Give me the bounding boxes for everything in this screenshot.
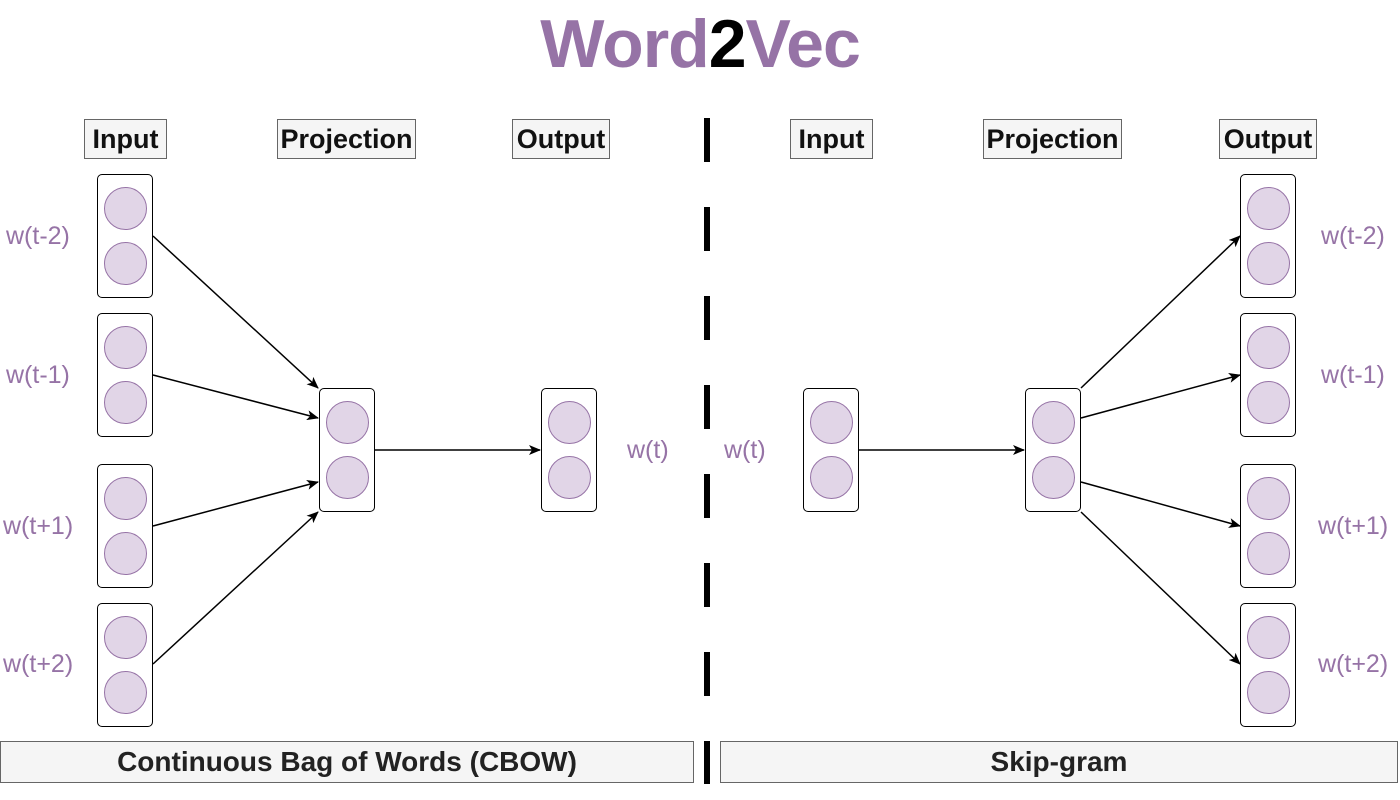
cbow-label-t-1: w(t-1) — [6, 361, 70, 389]
neuron — [810, 456, 853, 499]
neuron — [1247, 381, 1290, 424]
skipgram-header-input: Input — [790, 119, 873, 159]
cbow-output-vector — [541, 388, 597, 512]
skipgram-footer: Skip-gram — [720, 741, 1398, 783]
neuron — [1032, 401, 1075, 444]
cbow-label-t+1: w(t+1) — [3, 512, 74, 540]
cbow-label-t-2: w(t-2) — [6, 222, 70, 250]
skipgram-label-t+2: w(t+2) — [1318, 650, 1389, 678]
skipgram-header-output: Output — [1219, 119, 1317, 159]
cbow-header-input: Input — [84, 119, 167, 159]
cbow-label-t+2: w(t+2) — [3, 650, 74, 678]
cbow-input-vector-t+1 — [97, 464, 153, 588]
diagram-title: Word2Vec — [0, 4, 1400, 84]
cbow-output-label: w(t) — [627, 436, 669, 464]
skipgram-output-vector-t+2 — [1240, 603, 1296, 727]
neuron — [1247, 326, 1290, 369]
skipgram-projection-vector — [1025, 388, 1081, 512]
skipgram-input-label: w(t) — [724, 436, 766, 464]
skipgram-label-t+1: w(t+1) — [1318, 512, 1389, 540]
neuron — [104, 532, 147, 575]
skipgram-arrow-t+2 — [1080, 511, 1241, 665]
neuron — [1032, 456, 1075, 499]
skipgram-label-t-2: w(t-2) — [1321, 222, 1385, 250]
cbow-footer: Continuous Bag of Words (CBOW) — [0, 741, 694, 783]
neuron — [104, 616, 147, 659]
title-part-vec: Vec — [745, 6, 861, 82]
neuron — [326, 456, 369, 499]
cbow-header-output: Output — [512, 119, 610, 159]
cbow-header-projection: Projection — [277, 119, 416, 159]
neuron — [1247, 671, 1290, 714]
cbow-input-vector-t-1 — [97, 313, 153, 437]
cbow-input-vector-t-2 — [97, 174, 153, 298]
neuron — [104, 326, 147, 369]
cbow-arrow-t+1 — [152, 480, 319, 527]
neuron — [104, 242, 147, 285]
neuron — [104, 187, 147, 230]
neuron — [104, 671, 147, 714]
skipgram-output-vector-t+1 — [1240, 464, 1296, 588]
neuron — [548, 401, 591, 444]
skipgram-output-vector-t-1 — [1240, 313, 1296, 437]
skipgram-arrow-t+1 — [1080, 481, 1241, 528]
skipgram-label-t-1: w(t-1) — [1321, 361, 1385, 389]
title-part-word: Word — [540, 6, 709, 82]
neuron — [548, 456, 591, 499]
neuron — [1247, 477, 1290, 520]
title-part-two: 2 — [708, 6, 747, 82]
neuron — [104, 381, 147, 424]
cbow-arrow-t-2 — [152, 235, 319, 389]
skipgram-arrow-t-2 — [1080, 235, 1241, 389]
cbow-arrow-t-1 — [152, 374, 319, 421]
cbow-projection-vector — [319, 388, 375, 512]
neuron — [1247, 242, 1290, 285]
neuron — [1247, 616, 1290, 659]
skipgram-header-projection: Projection — [983, 119, 1122, 159]
skipgram-output-vector-t-2 — [1240, 174, 1296, 298]
skipgram-input-vector — [803, 388, 859, 512]
neuron — [326, 401, 369, 444]
neuron — [810, 401, 853, 444]
skipgram-arrow-t-1 — [1080, 373, 1241, 419]
neuron — [1247, 532, 1290, 575]
cbow-arrow-t+2 — [152, 511, 319, 665]
neuron — [1247, 187, 1290, 230]
cbow-input-vector-t+2 — [97, 603, 153, 727]
neuron — [104, 477, 147, 520]
